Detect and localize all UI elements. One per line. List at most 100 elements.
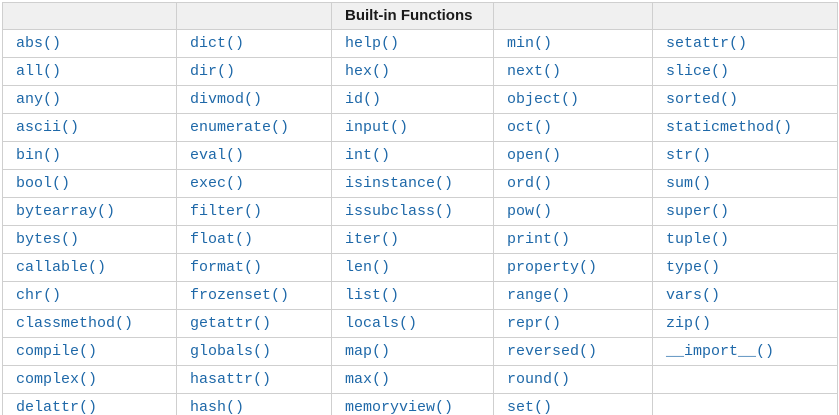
function-link[interactable]: chr() — [16, 287, 62, 304]
function-link[interactable]: format() — [190, 259, 263, 276]
function-link[interactable]: repr() — [507, 315, 562, 332]
table-cell: float() — [176, 225, 332, 254]
table-cell: complex() — [2, 365, 177, 394]
table-cell: all() — [2, 57, 177, 86]
table-cell: min() — [493, 29, 653, 58]
function-link[interactable]: reversed() — [507, 343, 598, 360]
function-link[interactable]: int() — [345, 147, 391, 164]
function-link[interactable]: zip() — [666, 315, 712, 332]
function-link[interactable]: hex() — [345, 63, 391, 80]
table-cell: ascii() — [2, 113, 177, 142]
table-cell — [652, 365, 838, 394]
function-link[interactable]: object() — [507, 91, 580, 108]
table-row: complex() hasattr() max() round() — [2, 365, 838, 394]
function-link[interactable]: super() — [666, 203, 730, 220]
function-link[interactable]: memoryview() — [345, 399, 454, 415]
table-cell: id() — [331, 85, 494, 114]
function-link[interactable]: type() — [666, 259, 721, 276]
function-link[interactable]: __import__() — [666, 343, 775, 360]
function-link[interactable]: callable() — [16, 259, 107, 276]
table-cell: hash() — [176, 393, 332, 415]
table-body: abs() dict() help() min() setattr() all() dir(… — [2, 29, 838, 415]
table-cell: getattr() — [176, 309, 332, 338]
function-link[interactable]: dir() — [190, 63, 236, 80]
function-link[interactable]: str() — [666, 147, 712, 164]
function-link[interactable]: input() — [345, 119, 409, 136]
function-link[interactable]: vars() — [666, 287, 721, 304]
function-link[interactable]: open() — [507, 147, 562, 164]
function-link[interactable]: setattr() — [666, 35, 748, 52]
table-cell: iter() — [331, 225, 494, 254]
function-link[interactable]: round() — [507, 371, 571, 388]
function-link[interactable]: max() — [345, 371, 391, 388]
function-link[interactable]: all() — [16, 63, 62, 80]
function-link[interactable]: sorted() — [666, 91, 739, 108]
function-link[interactable]: pow() — [507, 203, 553, 220]
header-cell-empty — [176, 2, 332, 30]
function-link[interactable]: bytearray() — [16, 203, 116, 220]
header-cell-empty — [652, 2, 838, 30]
function-link[interactable]: exec() — [190, 175, 245, 192]
table-cell: setattr() — [652, 29, 838, 58]
function-link[interactable]: len() — [345, 259, 391, 276]
table-cell: open() — [493, 141, 653, 170]
function-link[interactable]: slice() — [666, 63, 730, 80]
function-link[interactable]: ord() — [507, 175, 553, 192]
function-link[interactable]: filter() — [190, 203, 263, 220]
function-link[interactable]: iter() — [345, 231, 400, 248]
function-link[interactable]: delattr() — [16, 399, 98, 415]
function-link[interactable]: range() — [507, 287, 571, 304]
table-cell: exec() — [176, 169, 332, 198]
function-link[interactable]: oct() — [507, 119, 553, 136]
function-link[interactable]: frozenset() — [190, 287, 290, 304]
table-cell: next() — [493, 57, 653, 86]
function-link[interactable]: getattr() — [190, 315, 272, 332]
function-link[interactable]: globals() — [190, 343, 272, 360]
table-cell: range() — [493, 281, 653, 310]
table-cell: filter() — [176, 197, 332, 226]
function-link[interactable]: min() — [507, 35, 553, 52]
function-link[interactable]: enumerate() — [190, 119, 290, 136]
function-link[interactable]: staticmethod() — [666, 119, 793, 136]
table-cell: vars() — [652, 281, 838, 310]
table-cell: set() — [493, 393, 653, 415]
function-link[interactable]: divmod() — [190, 91, 263, 108]
table-cell: ord() — [493, 169, 653, 198]
function-link[interactable]: list() — [345, 287, 400, 304]
function-link[interactable]: eval() — [190, 147, 245, 164]
table-header-row: Built-in Functions — [2, 2, 838, 30]
table-cell: bin() — [2, 141, 177, 170]
function-link[interactable]: hash() — [190, 399, 245, 415]
function-link[interactable]: set() — [507, 399, 553, 415]
table-cell: bytearray() — [2, 197, 177, 226]
function-link[interactable]: bool() — [16, 175, 71, 192]
table-cell: list() — [331, 281, 494, 310]
function-link[interactable]: property() — [507, 259, 598, 276]
table-cell: round() — [493, 365, 653, 394]
function-link[interactable]: bin() — [16, 147, 62, 164]
function-link[interactable]: ascii() — [16, 119, 80, 136]
function-link[interactable]: help() — [345, 35, 400, 52]
function-link[interactable]: float() — [190, 231, 254, 248]
function-link[interactable]: classmethod() — [16, 315, 134, 332]
function-link[interactable]: map() — [345, 343, 391, 360]
function-link[interactable]: bytes() — [16, 231, 80, 248]
function-link[interactable]: isinstance() — [345, 175, 454, 192]
function-link[interactable]: abs() — [16, 35, 62, 52]
function-link[interactable]: complex() — [16, 371, 98, 388]
function-link[interactable]: id() — [345, 91, 382, 108]
function-link[interactable]: dict() — [190, 35, 245, 52]
function-link[interactable]: sum() — [666, 175, 712, 192]
table-cell: compile() — [2, 337, 177, 366]
function-link[interactable]: locals() — [345, 315, 418, 332]
function-link[interactable]: any() — [16, 91, 62, 108]
function-link[interactable]: tuple() — [666, 231, 730, 248]
function-link[interactable]: hasattr() — [190, 371, 272, 388]
function-link[interactable]: print() — [507, 231, 571, 248]
function-link[interactable]: issubclass() — [345, 203, 454, 220]
table-cell: str() — [652, 141, 838, 170]
function-link[interactable]: compile() — [16, 343, 98, 360]
function-link[interactable]: next() — [507, 63, 562, 80]
table-cell: object() — [493, 85, 653, 114]
